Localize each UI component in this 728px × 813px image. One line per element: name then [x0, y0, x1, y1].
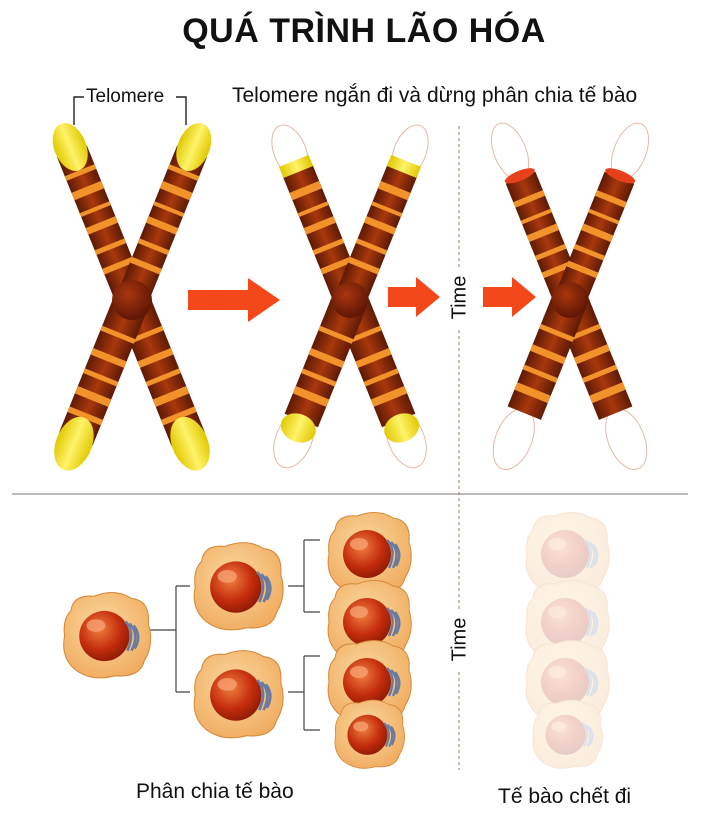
time-label-bottom: Time [448, 609, 472, 670]
time-label-top: Time [448, 267, 472, 328]
telomere-bracket [73, 96, 187, 125]
cell [192, 649, 285, 740]
subtitle-label: Telomere ngắn đi và dừng phân chia tế bà… [232, 84, 638, 107]
arrow-right-icon [388, 277, 440, 317]
centromere [552, 282, 588, 318]
arrow-right-icon [483, 277, 536, 317]
chromosome-depleted-telomeres [490, 122, 650, 471]
cell-division-tree [62, 511, 413, 770]
chromosome-full-telomeres [52, 123, 212, 471]
cell-division-label: Phân chia tế bào [136, 780, 294, 803]
cell-death-label: Tế bào chết đi [498, 785, 632, 808]
chromosome-short-telomeres [271, 124, 429, 469]
page-title: QUÁ TRÌNH LÃO HÓA [182, 12, 546, 50]
centromere [332, 282, 368, 318]
dying-cells [524, 511, 611, 770]
cell [333, 698, 406, 770]
cell [62, 591, 152, 680]
telomere-label: Telomere [86, 86, 165, 107]
centromere [112, 280, 152, 320]
cell [192, 541, 285, 632]
arrow-right-icon [188, 278, 280, 322]
